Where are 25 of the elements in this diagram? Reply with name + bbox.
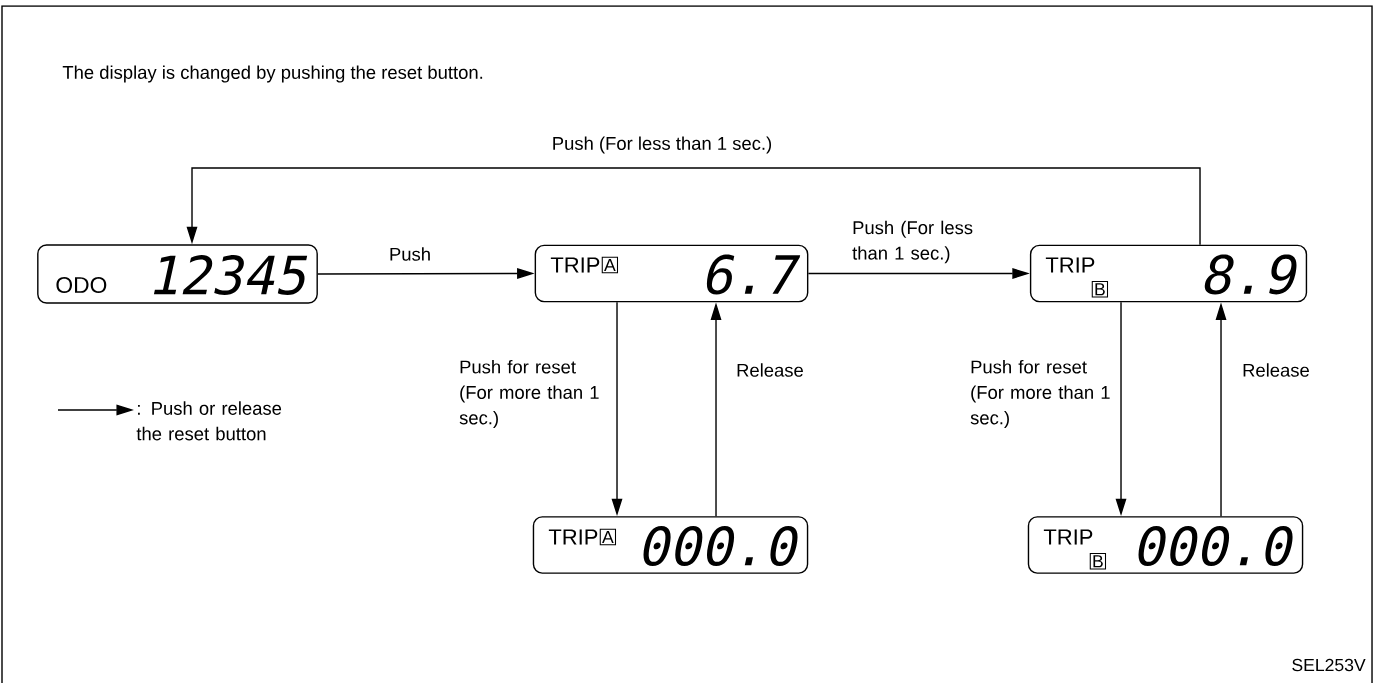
digit-readout: 000.0 (643, 526, 798, 566)
digit-readout: 6.7 (706, 254, 801, 295)
display-label: TRIP (550, 257, 600, 273)
display-label: ODO (56, 276, 107, 294)
edge-label: Push (For less than 1 sec.) (852, 220, 973, 264)
edge-label: Push for reset (For more than 1 sec.) (970, 359, 1110, 429)
boxed-letter: B (1091, 280, 1109, 298)
edge-label: Release (737, 363, 803, 377)
boxed-letter: B (1089, 552, 1107, 570)
edge-label: Push (For less than 1 sec.) (553, 136, 772, 154)
arrow (186, 167, 1201, 246)
digit-readout: 12345 (153, 255, 308, 295)
legend-text: : Push or release the reset button (136, 401, 282, 441)
figure-code: SEL253V (1292, 658, 1366, 672)
heading-text: The display is changed by pushing the reset button. (62, 65, 483, 83)
edge-label: Push (390, 247, 430, 261)
boxed-letter: A (601, 256, 619, 274)
digit-readout: 8.9 (1204, 254, 1297, 295)
display-label: TRIP (548, 529, 598, 545)
edge-label: Push for reset (For more than 1 sec.) (459, 359, 599, 429)
display-label: TRIP (1045, 257, 1095, 273)
display-label: TRIP (1043, 529, 1093, 545)
boxed-letter: A (599, 528, 617, 546)
digit-readout: 000.0 (1138, 526, 1293, 566)
edge-label: Release (1243, 363, 1309, 377)
